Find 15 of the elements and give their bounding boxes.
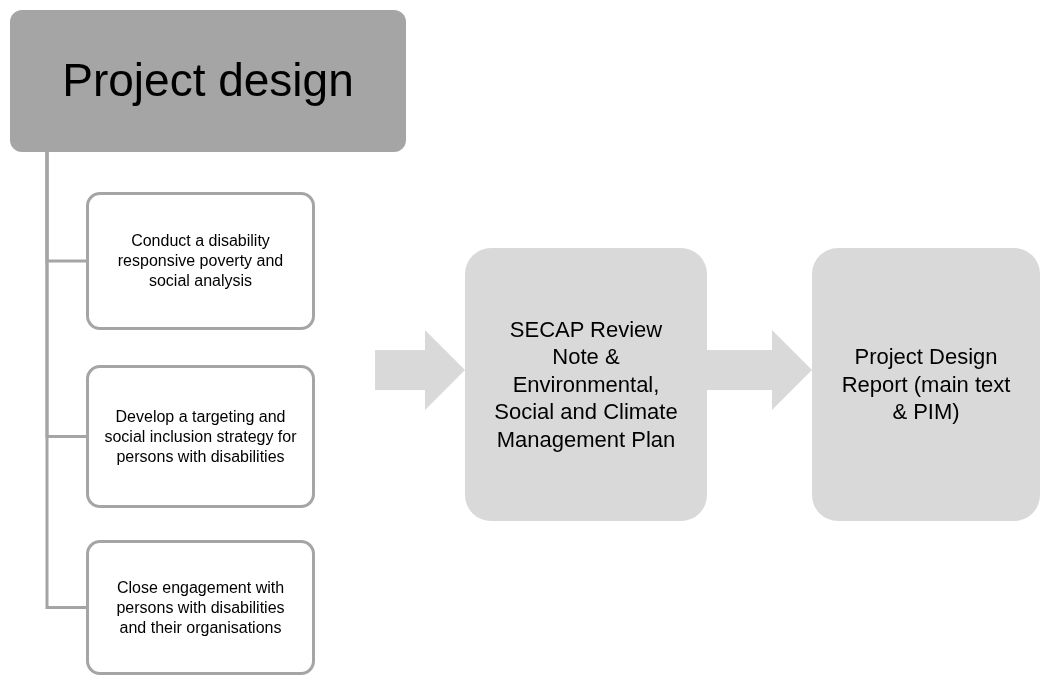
block-arrow [375, 330, 465, 410]
node-label: Close engagement with persons with disabilities and their organisations [115, 577, 286, 638]
task-box [86, 540, 315, 675]
task-box [86, 365, 315, 508]
node-label: Project design [62, 53, 354, 109]
output-box [465, 248, 707, 521]
node-label: SECAP Review Note & Environmental, Social and Climate Management Plan [493, 315, 679, 454]
block-arrow [707, 330, 812, 410]
title-box [10, 10, 406, 152]
node-label: Develop a targeting and social inclusion strategy for persons with disabilities [103, 406, 298, 467]
output-box [812, 248, 1040, 521]
task-box [86, 192, 315, 330]
node-label: Conduct a disability responsive poverty and social analysis [116, 231, 285, 291]
node-label: Project Design Report (main text & PIM) [840, 343, 1012, 426]
connector-line [45, 152, 86, 609]
